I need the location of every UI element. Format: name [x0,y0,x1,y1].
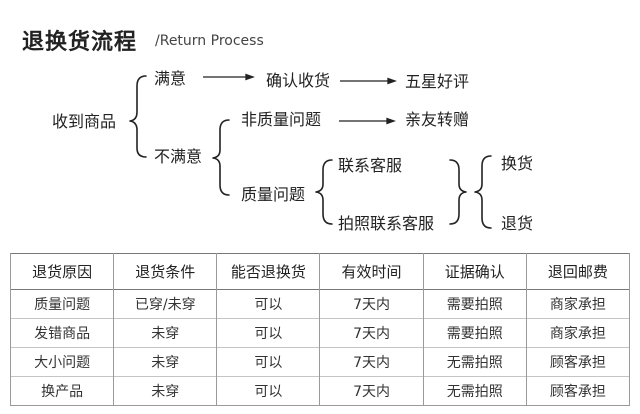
return-policy-table: 退货原因 退货条件 能否退换货 有效时间 证据确认 退回邮费 质量问题 已穿/未… [9,253,631,406]
flow-node-unsatisfied: 不满意 [154,147,203,166]
flow-node-contact-service: 联系客服 [338,156,403,175]
cell-eligibility: 可以 [216,289,321,319]
cell-eligibility: 可以 [216,318,321,348]
cell-reason: 大小问题 [9,347,115,377]
col-header-shipping-fee: 退回邮费 [525,253,631,290]
col-header-condition: 退货条件 [113,253,218,290]
cell-condition: 未穿 [113,318,218,348]
brace-root [129,75,147,158]
page-subtitle: /Return Process [155,33,264,49]
flow-node-satisfied: 满意 [154,69,187,88]
cell-reason: 发错商品 [9,318,115,348]
arrow-satisfied-head [245,73,255,81]
brace-unsatisfied [212,119,230,196]
cell-eligibility: 可以 [216,347,321,377]
brace-result [474,155,492,229]
flow-node-five-star: 五星好评 [405,72,470,91]
cell-shipping-fee: 顾客承担 [525,376,631,406]
table-row: 质量问题 已穿/未穿 可以 7天内 需要拍照 商家承担 [9,289,631,319]
cell-shipping-fee: 商家承担 [525,318,631,348]
table-row: 发错商品 未穿 可以 7天内 需要拍照 商家承担 [9,318,631,348]
table-row: 换产品 未穿 可以 7天内 无需拍照 顾客承担 [9,376,631,406]
flow-node-confirm-receipt: 确认收货 [266,71,331,90]
brace-merge [449,159,467,225]
cell-reason: 换产品 [9,376,115,406]
flow-node-photo-contact-service: 拍照联系客服 [338,214,435,233]
col-header-eligibility: 能否退换货 [216,253,321,290]
page-title: 退换货流程 [22,30,138,55]
cell-reason: 质量问题 [9,289,115,319]
cell-condition: 未穿 [113,347,218,377]
flow-node-return: 退货 [501,214,534,233]
flow-node-non-quality: 非质量问题 [241,110,322,129]
cell-valid-period: 7天内 [319,347,424,377]
cell-evidence: 无需拍照 [422,376,527,406]
table-row: 大小问题 未穿 可以 7天内 无需拍照 顾客承担 [9,347,631,377]
cell-evidence: 无需拍照 [422,347,527,377]
cell-valid-period: 7天内 [319,289,424,319]
cell-shipping-fee: 商家承担 [525,289,631,319]
cell-condition: 未穿 [113,376,218,406]
flow-node-quality: 质量问题 [241,185,306,204]
cell-evidence: 需要拍照 [422,318,527,348]
flow-node-gift-friends: 亲友转赠 [405,110,470,129]
cell-condition: 已穿/未穿 [113,289,218,319]
arrow-confirm-head [387,77,397,85]
brace-quality [315,159,333,225]
arrow-nonquality-head [386,117,396,125]
cell-eligibility: 可以 [216,376,321,406]
cell-valid-period: 7天内 [319,376,424,406]
cell-evidence: 需要拍照 [422,289,527,319]
flow-diagram-lines [129,73,492,229]
col-header-reason: 退货原因 [9,253,115,290]
cell-shipping-fee: 顾客承担 [525,347,631,377]
flow-node-exchange: 换货 [501,154,534,173]
flow-node-received: 收到商品 [52,112,117,131]
cell-valid-period: 7天内 [319,318,424,348]
table-header-row: 退货原因 退货条件 能否退换货 有效时间 证据确认 退回邮费 [9,253,631,290]
col-header-valid-period: 有效时间 [319,253,424,290]
col-header-evidence: 证据确认 [422,253,527,290]
